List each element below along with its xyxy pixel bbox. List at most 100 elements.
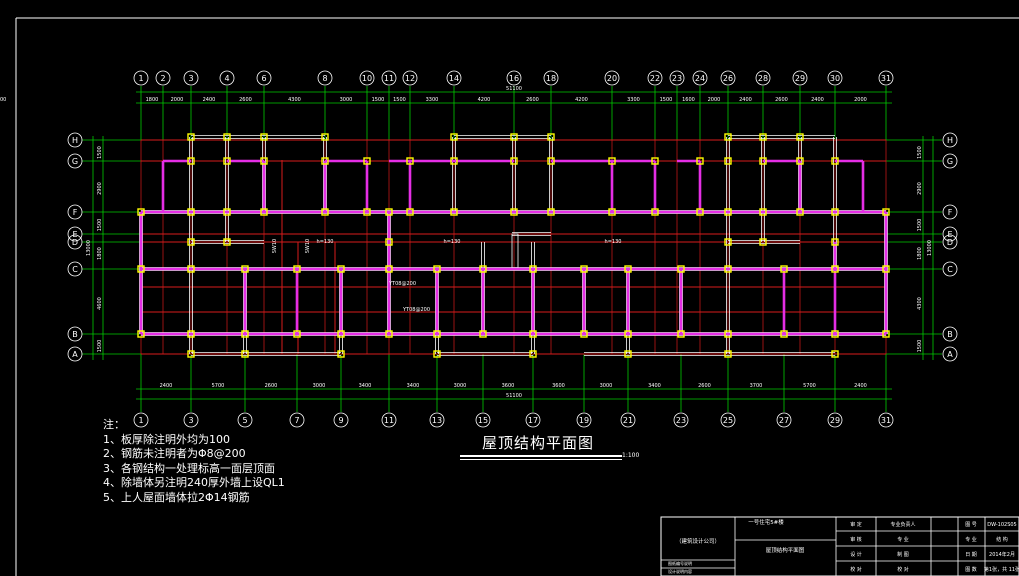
slab-thickness-label-3: h=130	[605, 239, 622, 245]
top-axis-label-1: 1	[138, 74, 143, 83]
right-axis-bubble-H	[942, 132, 958, 148]
left-axis-bubble-B	[67, 326, 83, 342]
column-54	[293, 265, 301, 273]
top-axis-bubble-6	[256, 70, 272, 86]
top-axis-label-18: 18	[546, 74, 556, 83]
left-axis-label-A: A	[72, 350, 78, 359]
column-32	[385, 208, 393, 216]
top-axis-label-10: 10	[362, 74, 372, 83]
bottom-dim-2: 2600	[265, 383, 278, 389]
stair-opening	[511, 233, 519, 269]
top-axis-label-20: 20	[607, 74, 617, 83]
column-51	[137, 265, 145, 273]
column-6	[547, 133, 555, 141]
column-52	[187, 265, 195, 273]
column-8	[759, 133, 767, 141]
top-total-dim: 51100	[506, 86, 522, 92]
top-axis-label-11: 11	[384, 74, 394, 83]
bottom-axis-label-17: 17	[528, 416, 538, 425]
column-19	[608, 157, 616, 165]
tb-project: 一号住宅5#楼	[748, 518, 784, 526]
top-axis-bubble-1	[133, 70, 149, 86]
top-dim-14: 1600	[682, 97, 695, 103]
tb-right-label-0: 图 号	[965, 522, 977, 528]
column-5	[510, 133, 518, 141]
top-dim-9: 4200	[478, 97, 491, 103]
note-2: 2、钢筋未注明者为Φ8@200	[103, 447, 246, 460]
bottom-axis-label-25: 25	[723, 416, 733, 425]
column-1	[223, 133, 231, 141]
top-axis-bubble-10	[359, 70, 375, 86]
design-notes: 注： 1、板厚除注明外均为100 2、钢筋未注明者为Φ8@200 3、各钢结构一…	[103, 418, 285, 505]
top-axis-bubble-23	[669, 70, 685, 86]
top-dim-5: 3000	[340, 97, 353, 103]
top-axis-bubble-18	[543, 70, 559, 86]
top-dim-10: 2600	[526, 97, 539, 103]
bottom-axis-bubble-21	[620, 412, 636, 428]
column-66	[882, 265, 890, 273]
right-axis-bubble-F	[942, 204, 958, 220]
top-axis-bubble-3	[183, 70, 199, 86]
top-axis-bubble-12	[402, 70, 418, 86]
column-4	[450, 133, 458, 141]
bottom-axis-bubble-7	[289, 412, 305, 428]
column-7	[724, 133, 732, 141]
bottom-axis-bubble-19	[576, 412, 592, 428]
title-block-border	[660, 516, 1019, 576]
left-dim-3: 1800	[97, 247, 103, 260]
bottom-dim-10: 3400	[648, 383, 661, 389]
top-dim-0: 1800	[146, 97, 159, 103]
column-65	[831, 265, 839, 273]
top-axis-bubble-22	[647, 70, 663, 86]
column-38	[651, 208, 659, 216]
bottom-axis-label-11: 11	[384, 416, 394, 425]
bottom-dim-5: 3400	[407, 383, 420, 389]
bottom-axis-label-7: 7	[294, 416, 299, 425]
right-axis-bubble-G	[942, 153, 958, 169]
drawing-scale: 1:100	[622, 452, 640, 459]
tb-row-label-2: 设 计	[850, 551, 862, 558]
bottom-dim-6: 3000	[454, 383, 467, 389]
left-axis-label-D: D	[72, 238, 78, 247]
top-axis-label-4: 4	[224, 74, 229, 83]
bottom-axis-bubble-5	[237, 412, 253, 428]
top-dim-15: 2000	[708, 97, 721, 103]
column-46	[223, 238, 231, 246]
column-40	[724, 208, 732, 216]
top-axis-bubble-30	[827, 70, 843, 86]
top-axis-label-24: 24	[695, 74, 705, 83]
top-dim-20: 1800	[0, 97, 6, 103]
right-axis-bubble-A	[942, 346, 958, 362]
title-underline-thin	[460, 459, 622, 460]
bottom-axis-label-23: 23	[676, 416, 686, 425]
left-dim-5: 1500	[97, 340, 103, 353]
tb-right-label-2: 日 期	[965, 552, 977, 558]
left-dim-1: 2900	[97, 182, 103, 195]
tb-right-label-1: 专 业	[965, 536, 977, 543]
top-dim-2: 2400	[203, 97, 216, 103]
drawing-title: 屋顶结构平面图	[482, 434, 595, 452]
top-dim-11: 4200	[575, 97, 588, 103]
top-axis-label-26: 26	[723, 74, 733, 83]
column-60	[580, 265, 588, 273]
column-90	[831, 350, 839, 358]
left-axis-label-C: C	[72, 265, 78, 274]
column-12	[260, 157, 268, 165]
bottom-dim-4: 3400	[359, 383, 372, 389]
column-43	[831, 208, 839, 216]
bottom-dim-9: 3000	[600, 383, 613, 389]
left-axis-bubble-H	[67, 132, 83, 148]
column-37	[608, 208, 616, 216]
note-1: 1、板厚除注明外均为100	[103, 432, 230, 446]
tb-row-label-1: 审 核	[850, 536, 862, 543]
column-30	[321, 208, 329, 216]
column-50	[831, 238, 839, 246]
column-86	[433, 350, 441, 358]
bottom-axis-label-19: 19	[579, 416, 589, 425]
column-58	[479, 265, 487, 273]
column-73	[433, 330, 441, 338]
left-axis-label-H: H	[72, 136, 78, 145]
column-39	[696, 208, 704, 216]
right-total-dim: 13000	[927, 240, 933, 256]
right-dim-5: 1500	[917, 340, 923, 353]
